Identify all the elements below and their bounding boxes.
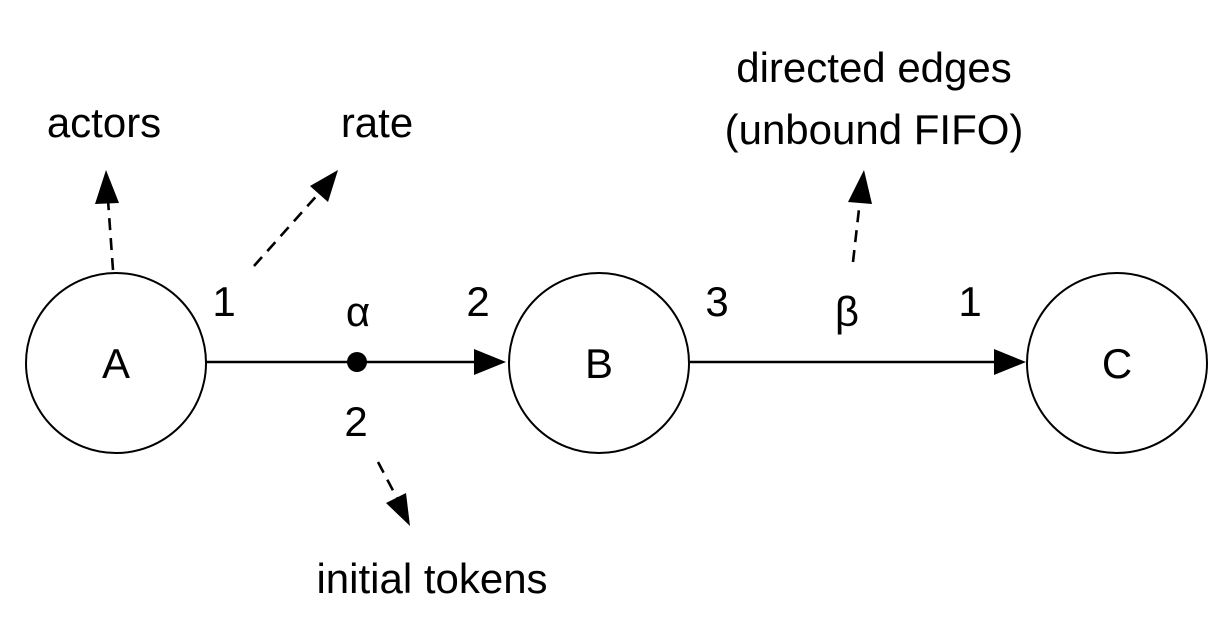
actor-c-circle: [1026, 272, 1208, 454]
actor-c: C: [1026, 272, 1208, 454]
initial-tokens-pointer: [376, 461, 400, 501]
directed-edges-annotation-line1: directed edges: [736, 44, 1012, 91]
edge-beta-production-rate: 3: [705, 278, 728, 325]
edges-pointer-head: [848, 170, 872, 204]
edge-alpha-arrowhead: [474, 349, 506, 375]
directed-edges-annotation-line2: (unbound FIFO): [725, 106, 1024, 153]
initial-token-dot: [347, 352, 367, 372]
actors-annotation: actors: [47, 99, 161, 146]
actors-pointer-head: [95, 170, 119, 204]
edge-beta-name: β: [835, 288, 859, 335]
rate-pointer-head: [310, 170, 338, 202]
actor-b-circle: [508, 272, 690, 454]
rate-pointer: [253, 191, 321, 267]
initial-tokens-pointer-head: [386, 493, 410, 526]
edge-beta-arrowhead: [994, 349, 1026, 375]
rate-annotation: rate: [341, 99, 413, 146]
actor-a-label: A: [102, 340, 130, 387]
edge-alpha-initial-tokens-count: 2: [344, 398, 367, 445]
edge-beta-consumption-rate: 1: [958, 278, 981, 325]
actor-a: A: [25, 272, 207, 454]
edges-pointer: [851, 199, 862, 263]
actors-pointer: [106, 199, 115, 271]
initial-tokens-annotation: initial tokens: [316, 555, 547, 602]
edge-alpha-consumption-rate: 2: [466, 278, 489, 325]
edge-alpha-production-rate: 1: [212, 278, 235, 325]
actor-b-label: B: [585, 340, 613, 387]
actor-b: B: [508, 272, 690, 454]
actor-a-circle: [25, 272, 207, 454]
actor-c-label: C: [1102, 340, 1132, 387]
edge-alpha-name: α: [346, 288, 370, 335]
